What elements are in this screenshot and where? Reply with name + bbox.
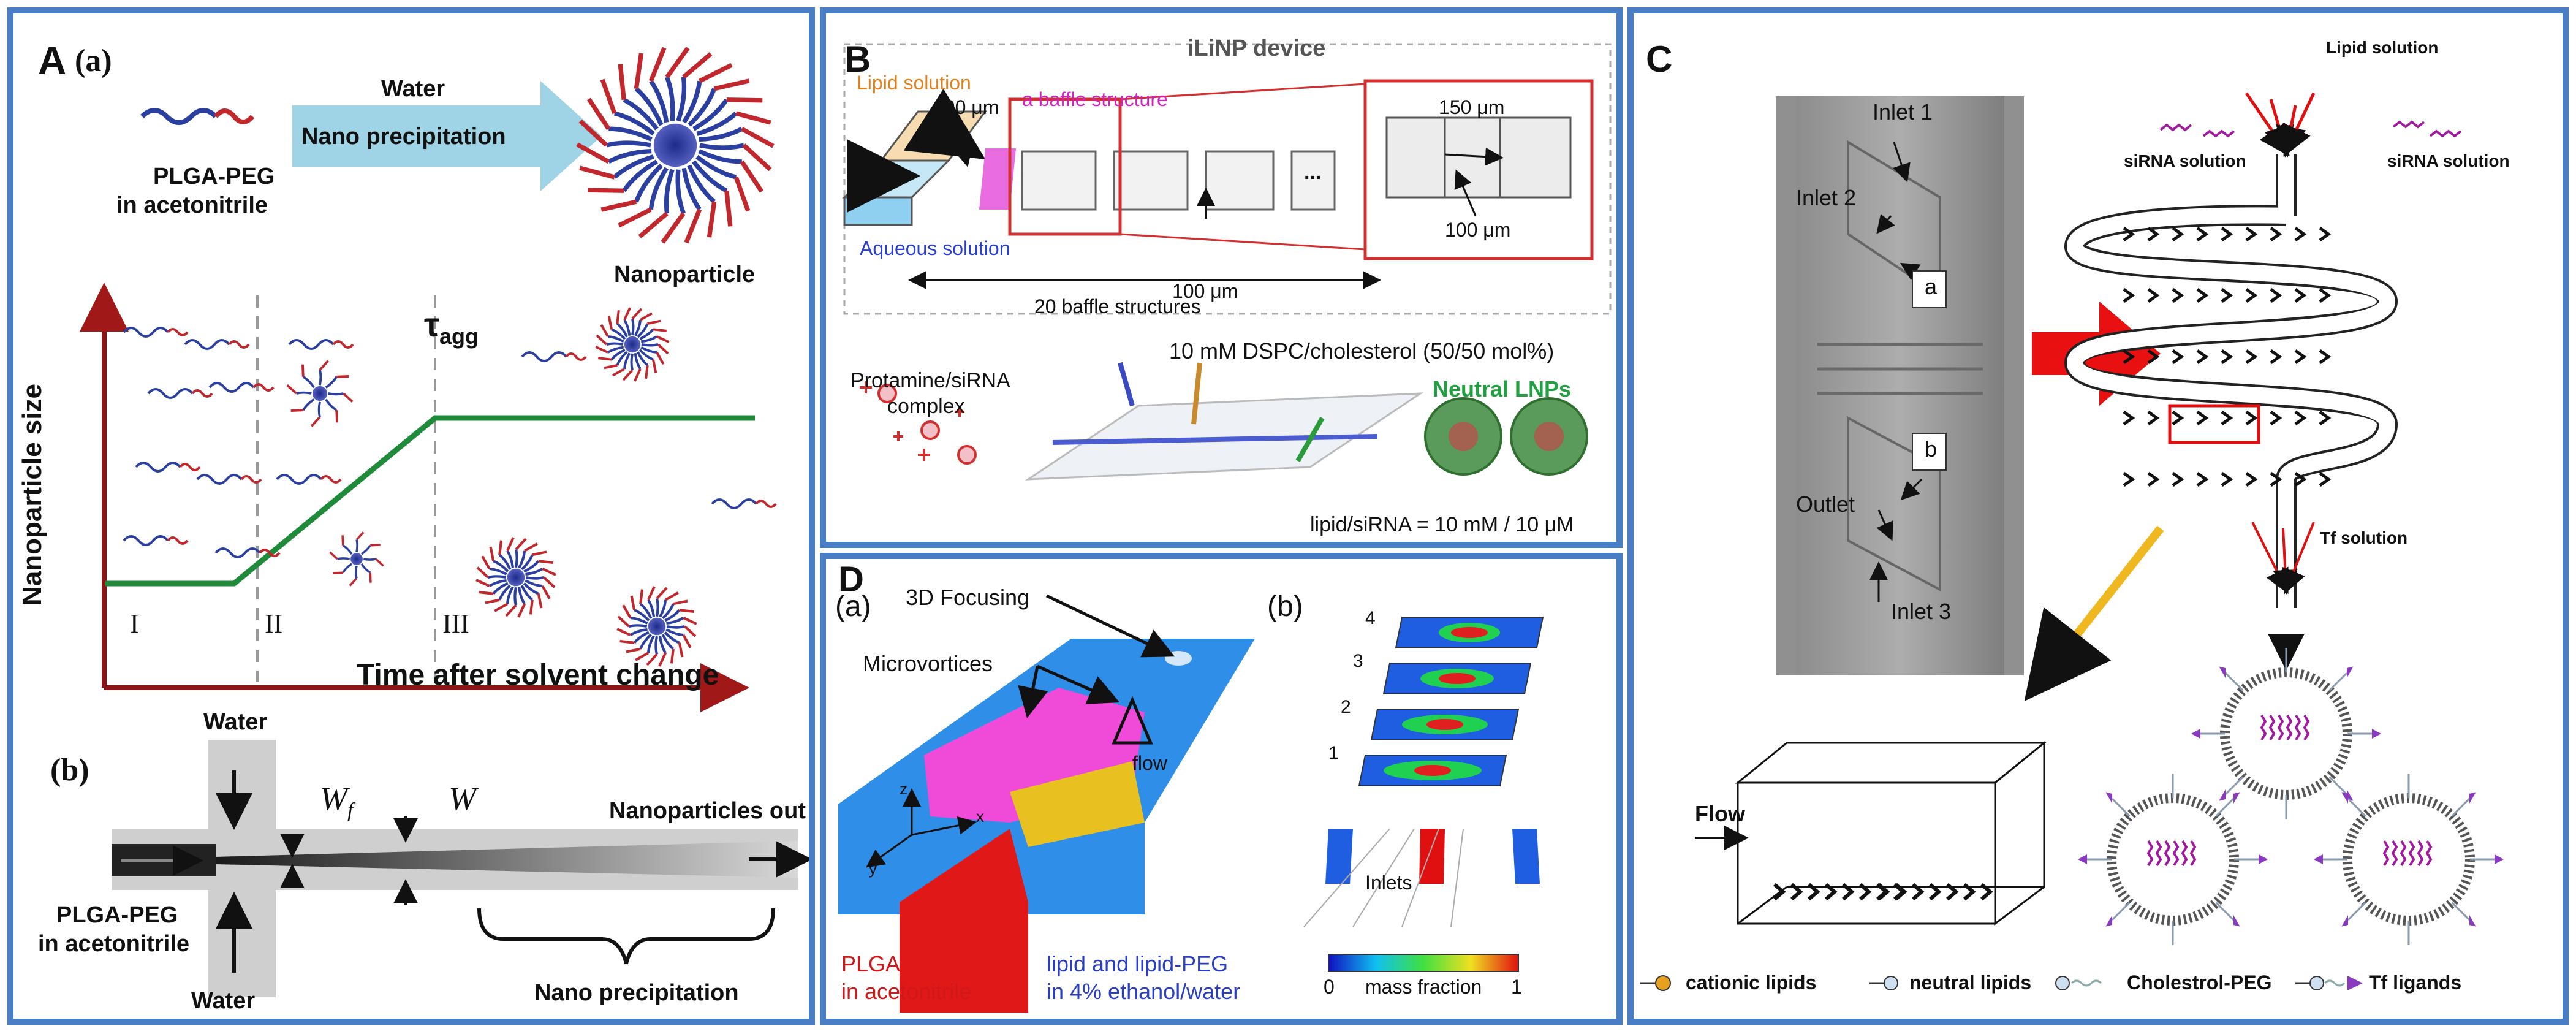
precipitation-arrow [292,81,602,191]
dimension-label: 100 μm [1445,219,1511,241]
nanoparticle-label: Nanoparticle [614,262,756,287]
legend-tf-label: Tf ligands [2369,971,2462,994]
colorbar-label: mass fraction [1365,976,1482,998]
panel-letter: C [1646,39,1673,80]
legend-cholesterol-label: Cholestrol-PEG [2127,971,2272,994]
inlet-label: Inlet 3 [1891,599,1952,624]
focusing-label: 3D Focusing [906,585,1030,610]
plga-peg-label: PLGA-PEG [153,164,275,189]
ratio-label: lipid/siRNA = 10 mM / 10 μM [1310,513,1574,536]
panel-a: A (a) Water Nano precipitation PLGA-PEG … [7,7,815,1025]
inlet-label: Inlet 1 [1873,99,1933,124]
panel-letter: A [38,39,67,83]
subpanel-label: (a) [835,590,871,623]
inlets-label: Inlets [1365,872,1412,894]
baffle-count-label: 20 baffle structures [1034,295,1201,317]
zoom-arrow [2024,525,2164,701]
lipid-solution-label: Lipid solution [2326,38,2439,57]
more-baffles-dots: ... [1304,161,1322,184]
water-label: Water [381,76,445,102]
legend-cationic-label: cationic lipids [1686,971,1817,994]
axis-label: x [976,807,984,826]
panel-c-graphics [1640,92,2504,991]
flow-label: flow [1132,752,1167,774]
plga-solvent-label: in acetonitrile [38,931,190,957]
neutral-lnps-label: Neutral LNPs [1433,376,1572,401]
dimension-label: 100 μm [1172,280,1238,302]
slice-number: 1 [1328,743,1339,763]
water-label: Water [191,988,256,1014]
dimension-label: 150 μm [1439,96,1505,118]
plga-solvent-label: in acetonitrile [841,979,972,1004]
region-label: a [1925,274,1938,299]
panel-letter: D [838,560,864,599]
lipid-solution-label: Lipid solution [857,72,971,94]
colorbar-min: 0 [1324,976,1335,998]
sirna-solution-label: siRNA solution [2387,151,2510,170]
panel-a-graphics [80,47,809,997]
plga-solvent-label: in acetonitrile [116,192,268,218]
nanoparticle-icon-large [576,47,775,244]
panel-letter: B [844,39,871,80]
nano-precipitation-label: Nano precipitation [534,980,739,1006]
dspc-label: 10 mM DSPC/cholesterol (50/50 mol%) [1169,338,1555,363]
flow-label: Flow [1695,801,1745,826]
legend-neutral-label: neutral lipids [1909,971,2032,994]
nanoparticles-out-label: Nanoparticles out [609,798,806,824]
tf-solution-label: Tf solution [2320,528,2408,547]
slice-number: 4 [1365,608,1376,628]
subpanel-label: (a) [75,44,112,78]
device-title: iLiNP device [1188,36,1326,61]
baffle-label: a baffle structure [1022,88,1168,110]
stage-label: II [265,609,283,639]
w-label: W [449,780,476,817]
slice-number: 3 [1353,651,1363,671]
panel-b-graphics [842,43,1612,481]
microvortices-label: Microvortices [863,651,993,676]
water-label: Water [203,709,268,735]
y-axis-label: Nanoparticle size [17,384,47,606]
nano-precipitation-label: Nano precipitation [301,124,506,150]
lipid-label: lipid and lipid-PEG [1047,951,1229,976]
axis-label: y [869,859,877,878]
panel-c: C Inlet 1 Inlet 2 a b Outlet Inlet 3 Lip… [1627,7,2569,1025]
colorbar [1328,954,1519,972]
lipid-solvent-label: in 4% ethanol/water [1047,979,1241,1004]
region-label: b [1925,436,1938,462]
axis-label: z [900,780,907,798]
tau-label: τagg [424,305,479,349]
wf-label: Wf [320,780,354,822]
x-axis-label: Time after solvent change [357,659,719,691]
subpanel-label: (b) [50,753,89,788]
protamine-label: Protamine/siRNA [850,369,1010,392]
panel-d-graphics [838,594,1544,1013]
inlet-label: Inlet 2 [1796,185,1857,210]
outlet-label: Outlet [1796,492,1855,517]
plga-label: PLGA [841,951,901,976]
plga-peg-label: PLGA-PEG [56,902,178,928]
panel-b: B iLiNP device Lipid solution 200 μm a b… [820,7,1623,548]
protamine-sirna-complex-icon [860,381,977,465]
size-curve [105,415,755,587]
serpentine-channel [2064,92,2462,608]
protamine-label: complex [887,395,965,418]
sirna-solution-label: siRNA solution [2124,151,2246,170]
subpanel-label: (b) [1267,590,1303,623]
panel-d: D (a) (b) 3D Focusing Microvortices flow… [820,553,1623,1025]
stage-label: III [442,609,469,639]
stage-label: I [130,609,139,639]
legend-icons [1640,975,2363,991]
dimension-label: 200 μm [933,96,999,118]
aqueous-solution-label: Aqueous solution [860,237,1010,259]
colorbar-max: 1 [1511,976,1522,998]
cross-section-slices [1303,617,1544,927]
slice-number: 2 [1341,697,1351,717]
